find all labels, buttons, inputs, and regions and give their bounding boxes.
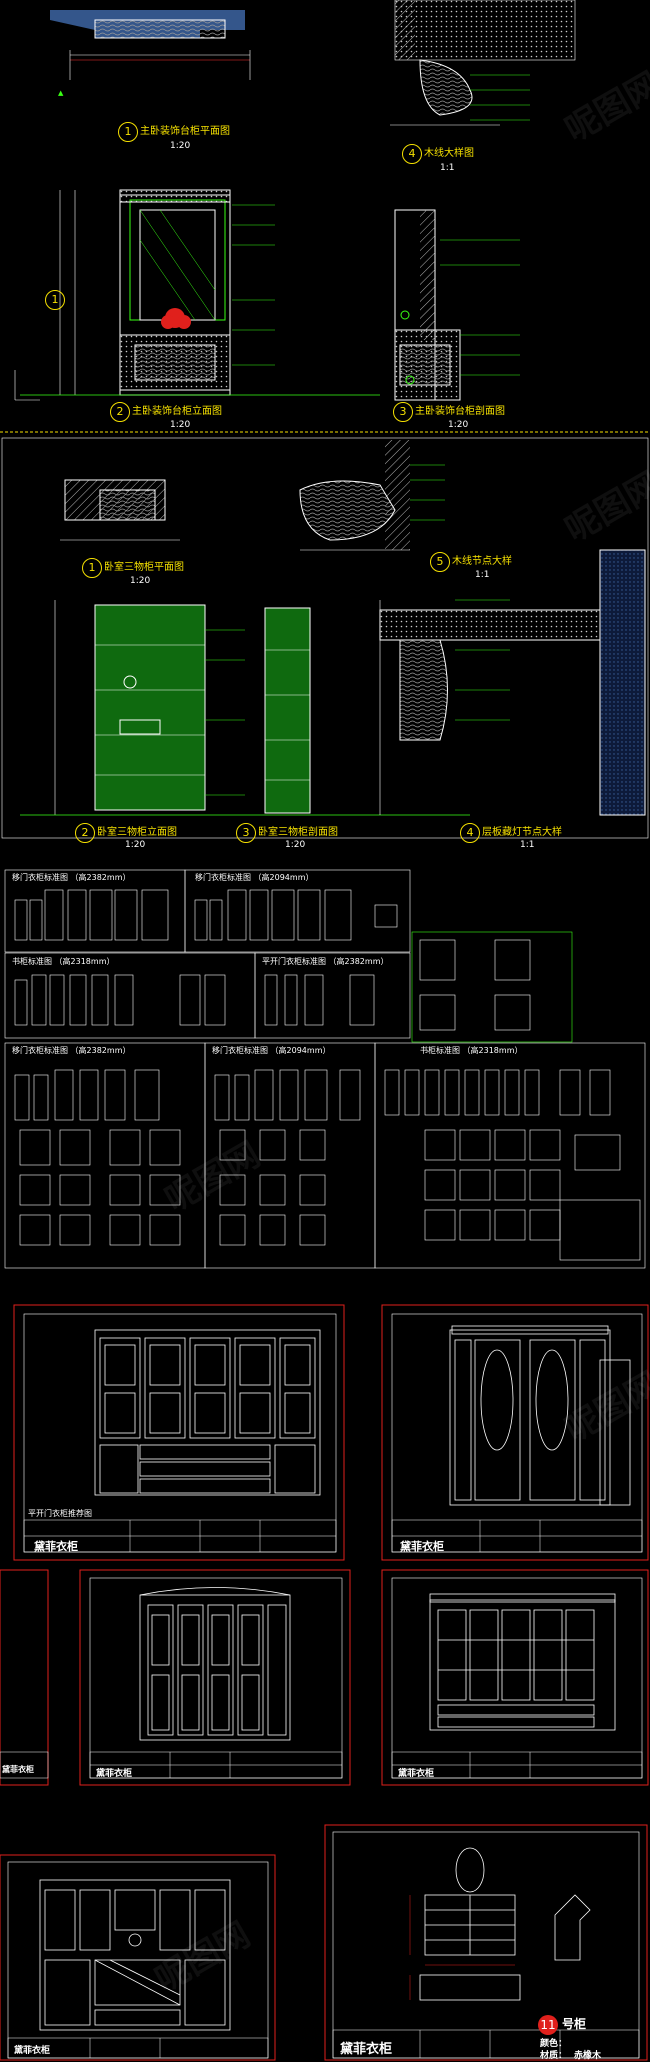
drawing-number-badge: 3 (236, 823, 256, 843)
wardrobe-a (94, 1329, 321, 1496)
standards-heading: 移门衣柜标准图 （高2382mm） (12, 873, 131, 882)
plan-scale: 1:20 (170, 141, 191, 151)
standards-heading: 移门衣柜标准图 （高2094mm） (212, 1046, 331, 1055)
cabinet-number-suffix: 号柜 (562, 2017, 587, 2031)
brand-name: 黛菲衣柜 (34, 1540, 78, 1553)
brand-name: 黛菲衣柜 (2, 1765, 34, 1774)
standards-heading: 书柜标准图 （高2318mm） (420, 1046, 523, 1055)
wardrobe-b (449, 1325, 631, 1506)
standards-panels (4, 869, 646, 1269)
vanity-cabinet (419, 1847, 591, 2001)
wardrobe-e (39, 1879, 231, 2031)
elevation-scale: 1:20 (125, 840, 146, 850)
brand-name: 黛菲衣柜 (14, 2046, 51, 2056)
molding-title: 木线大样图 (424, 148, 474, 159)
standards-heading: 平开门衣柜标准图 （高2382mm） (262, 957, 389, 966)
standards-heading: 移门衣柜标准图 （高2382mm） (12, 1046, 131, 1055)
standards-thumbnails (14, 889, 641, 1261)
drawing-number-badge: 3 (393, 402, 413, 422)
section-1-drawings: ▲ (14, 0, 576, 401)
section-title: 主卧装饰台柜剖面图 (415, 406, 505, 417)
material-label: 材质： (540, 2051, 568, 2061)
elevation-title: 主卧装饰台柜立面图 (132, 406, 222, 417)
section-title: 卧室三物柜剖面图 (258, 827, 338, 838)
molding-scale: 1:1 (440, 163, 455, 173)
drawing-number-badge: 1 (118, 122, 138, 142)
plan-title: 卧室三物柜平面图 (104, 562, 184, 573)
material-value: 赤橡木 (574, 2051, 602, 2061)
section-scale: 1:20 (448, 420, 469, 430)
brand-name: 黛菲衣柜 (398, 1769, 435, 1779)
drawing-number-badge: 5 (430, 552, 450, 572)
drawing-number-badge: 1 (45, 290, 65, 310)
standards-heading: 书柜标准图 （高2318mm） (12, 957, 115, 966)
drawing-number-badge: 2 (110, 402, 130, 422)
elevation-title: 卧室三物柜立面图 (97, 827, 177, 838)
brand-name: 黛菲衣柜 (340, 2042, 393, 2057)
joint-title: 层板藏灯节点大样 (482, 827, 562, 838)
wardrobe-c (139, 1587, 291, 1741)
joint-scale: 1:1 (520, 840, 535, 850)
svg-text:▲: ▲ (58, 89, 64, 97)
drawing-number-badge: 2 (75, 823, 95, 843)
plan-title: 主卧装饰台柜平面图 (140, 126, 230, 137)
plan-scale: 1:20 (130, 576, 151, 586)
drawing-number-badge: 4 (402, 144, 422, 164)
joint-scale: 1:1 (475, 570, 490, 580)
joint-title: 木线节点大样 (452, 556, 512, 567)
color-label: 颜色： (540, 2039, 568, 2049)
sheet-frames (0, 1304, 649, 2061)
section-2-drawings (20, 440, 646, 816)
cabinet-number-badge: 11 (538, 2015, 558, 2035)
sheet-caption: 平开门衣柜推荐图 (28, 1509, 92, 1518)
brand-name: 黛菲衣柜 (400, 1540, 444, 1553)
wardrobe-d (429, 1593, 616, 1731)
elevation-scale: 1:20 (170, 420, 191, 430)
drawing-number-badge: 1 (82, 558, 102, 578)
section-scale: 1:20 (285, 840, 306, 850)
title-blocks (0, 1519, 643, 2059)
standards-heading: 移门衣柜标准图 （高2094mm） (195, 873, 314, 882)
brand-name: 黛菲衣柜 (96, 1769, 133, 1779)
drawing-number-badge: 4 (460, 823, 480, 843)
